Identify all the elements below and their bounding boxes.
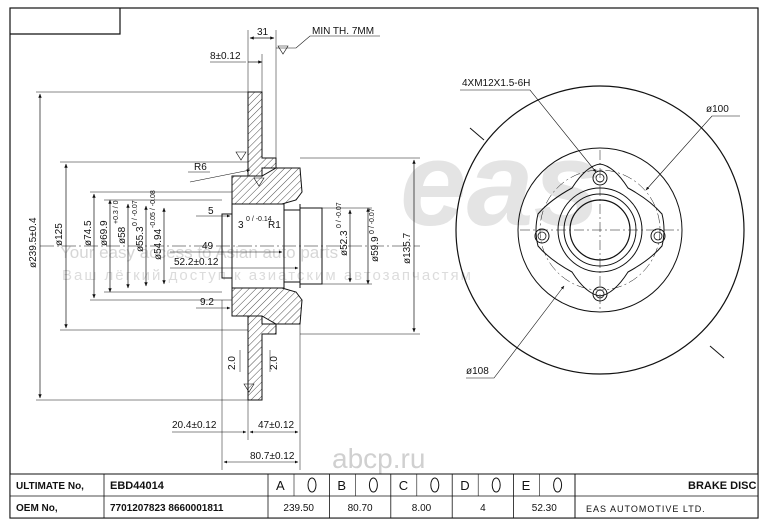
- dim-dia52-tol: 0 / -0.07: [336, 202, 343, 228]
- sheet-border: [9, 7, 759, 519]
- r6-leader: [189, 169, 251, 183]
- spec-value-a: 239.50: [283, 503, 314, 514]
- spec-letter-c: C: [399, 478, 408, 493]
- hub-flange-outline: [535, 163, 665, 297]
- disc-profile-icon: [491, 477, 501, 493]
- tick-top-left: [469, 127, 485, 141]
- dia100-leader: [645, 115, 740, 191]
- disc-profile-icon: [368, 477, 378, 493]
- dim-dia69: ø69.9: [99, 220, 110, 246]
- spec-column-b: B80.70: [337, 474, 392, 518]
- dim-dia125: ø125: [54, 223, 65, 246]
- hub-flange: [299, 207, 323, 285]
- spec-column-d: D4: [460, 474, 514, 518]
- product-name: BRAKE DISC: [688, 480, 757, 492]
- dim-r1: R1: [268, 220, 281, 231]
- dim-dia55: ø55.3: [135, 226, 146, 252]
- ultimate-label: ULTIMATE No,: [16, 481, 84, 492]
- spec-value-d: 4: [480, 503, 486, 514]
- dim-r6: R6: [194, 162, 207, 173]
- dim-dia58: ø58: [117, 226, 128, 244]
- hub-section-top: [231, 167, 303, 205]
- dim-9-2: 9.2: [200, 297, 214, 308]
- surface-finish-mark-c: [243, 383, 255, 393]
- surface-finish-mark-top: [277, 45, 289, 55]
- thread-leader: [460, 89, 597, 173]
- spec-letter-a: A: [276, 478, 285, 493]
- dim-3-tol: 0 / -0.14: [246, 216, 272, 223]
- tick-bottom-right: [709, 345, 725, 359]
- dim-80-7: 80.7±0.12: [250, 451, 295, 462]
- spec-letter-e: E: [522, 478, 531, 493]
- spec-column-a: A 239.50: [276, 474, 330, 518]
- dim-dia135: ø135.7: [402, 232, 413, 264]
- disc-profile-icon: [307, 477, 317, 493]
- dim-dia54: ø54.94: [153, 228, 164, 260]
- dim-5: 5: [208, 206, 214, 217]
- dim-8: 8±0.12: [210, 51, 241, 62]
- bearing-seat: [221, 213, 233, 279]
- ultimate-value: EBD44014: [110, 480, 165, 492]
- bolt-hole-bottom: [592, 286, 608, 302]
- dia108-leader: [466, 285, 565, 379]
- watermark-site: abcp.ru: [332, 443, 425, 474]
- dim-dia239: ø239.5±0.4: [28, 217, 39, 268]
- watermark-line-2: Ваш лёгкий доступ к азиатским автозапчас…: [62, 267, 473, 284]
- dim-2-0a: 2.0: [227, 356, 238, 370]
- title-block: ULTIMATE No, EBD44014 OEM No, 7701207823…: [9, 473, 759, 519]
- dim-dia58-tol: +0.3 / 0: [113, 200, 120, 224]
- dim-3: 3: [238, 220, 244, 231]
- dim-dia52: ø52.3: [339, 230, 350, 256]
- surface-finish-mark-a: [235, 151, 247, 161]
- bolt-hole-left: [534, 228, 550, 244]
- dim-49: 49: [202, 241, 214, 252]
- dim-2-0b: 2.0: [269, 356, 280, 370]
- spec-value-e: 52.30: [532, 503, 557, 514]
- min-th-leader: [276, 35, 380, 49]
- company-name: EAS AUTOMOTIVE LTD.: [586, 504, 706, 514]
- disc-profile-icon: [430, 477, 440, 493]
- spec-letter-b: B: [337, 478, 346, 493]
- dim-dia74: ø74.5: [83, 220, 94, 246]
- dim-dia100: ø100: [706, 104, 729, 115]
- dim-31: 31: [257, 27, 269, 38]
- surface-finish-mark-b: [253, 177, 265, 187]
- dim-dia54-tol: -0.05 / -0.08: [150, 190, 157, 228]
- disc-outer-circle: [455, 85, 745, 375]
- spec-value-c: 8.00: [412, 503, 432, 514]
- oem-label: OEM No,: [16, 503, 58, 514]
- spec-column-c: C 8.00: [399, 474, 453, 518]
- front-view: 4XM12X1.5-6H ø100 ø108: [455, 78, 745, 379]
- oem-value: 7701207823 8660001811: [110, 503, 224, 514]
- bolt-hole-right: [650, 228, 666, 244]
- dim-dia55-tol: 0 / -0.07: [132, 200, 139, 226]
- dim-47: 47±0.12: [258, 420, 295, 431]
- watermark: eas Your easy access to Asian auto parts…: [60, 117, 600, 474]
- disc-section-bottom: [247, 315, 277, 401]
- dim-52-2: 52.2±0.12: [174, 257, 219, 268]
- dim-20-4: 20.4±0.12: [172, 420, 217, 431]
- disc-section-top: [247, 91, 277, 177]
- dim-dia59: ø59.9: [370, 236, 381, 262]
- hat-circle: [517, 147, 683, 313]
- dim-min-th: MIN TH. 7MM: [312, 26, 374, 37]
- thread-spec: 4XM12X1.5-6H: [462, 78, 530, 89]
- hub-section-bottom: [231, 287, 303, 325]
- spec-column-e: E52.30: [522, 474, 576, 518]
- dim-dia108: ø108: [466, 366, 489, 377]
- bolt-hole-top: [592, 170, 608, 186]
- dim-dia59-tol: 0 / -0.07: [369, 208, 376, 234]
- side-section-view: 31 MIN TH. 7MM 8±0.12 R6 5 3 0 / -0.14 R…: [28, 26, 420, 470]
- corner-tab: [10, 8, 121, 35]
- spec-value-b: 80.70: [348, 503, 373, 514]
- spec-letter-d: D: [460, 478, 469, 493]
- watermark-logo: eas: [400, 117, 600, 251]
- disc-profile-icon: [553, 477, 563, 493]
